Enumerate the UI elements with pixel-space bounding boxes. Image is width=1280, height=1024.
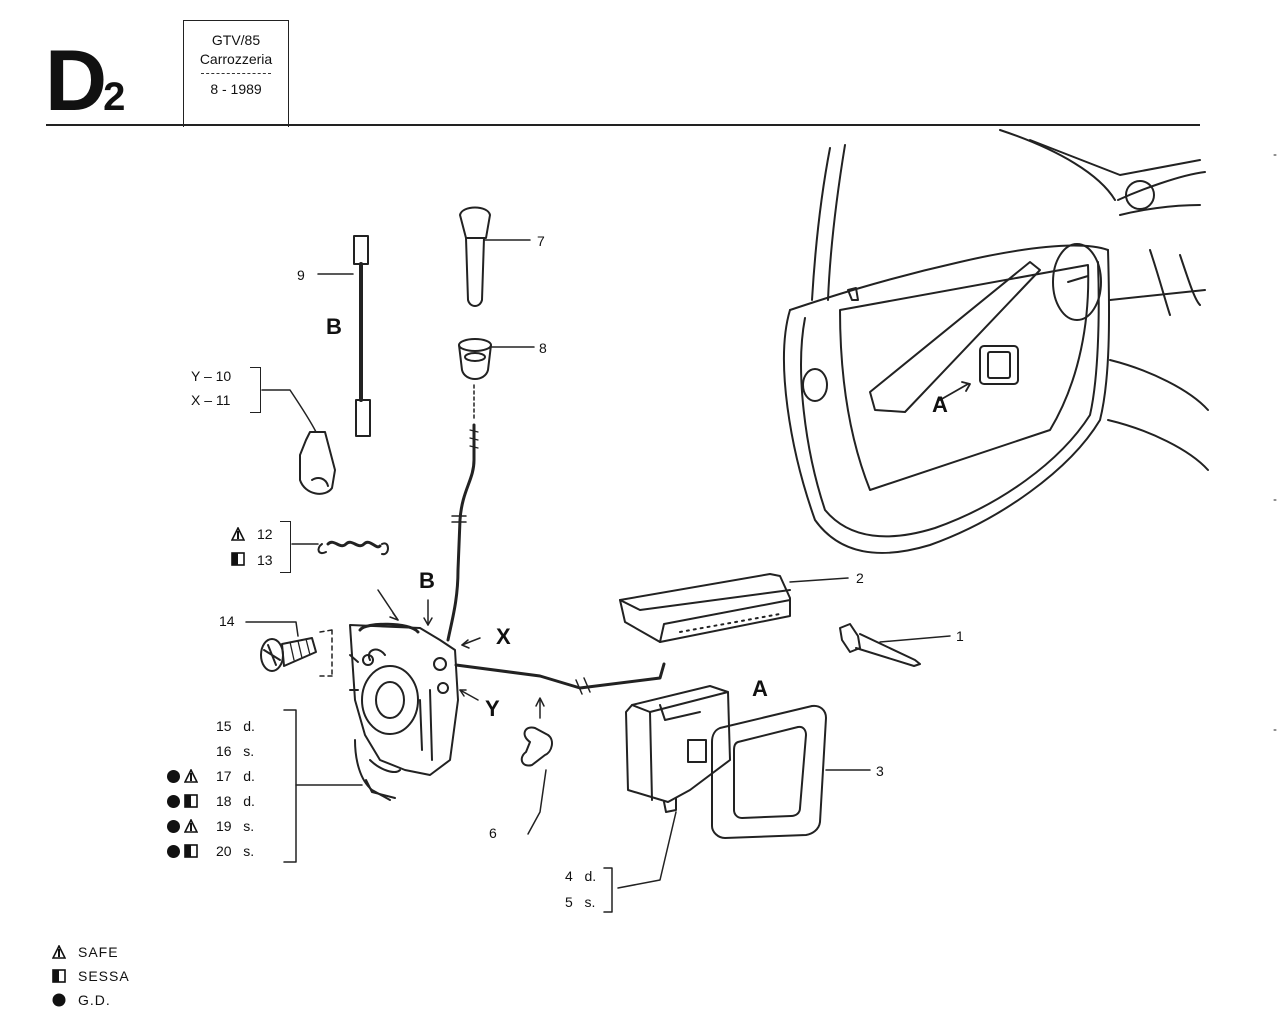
part-6-clip xyxy=(520,697,553,835)
issue-date: 8 - 1989 xyxy=(210,81,262,97)
part-1-screw xyxy=(839,623,951,667)
bracket-10-11 xyxy=(250,367,261,413)
part-12-13-spring xyxy=(291,540,389,556)
callout-4: 4 d. xyxy=(565,868,597,884)
scan-specks xyxy=(1273,154,1277,731)
view-letter-a-handle: A xyxy=(752,676,768,701)
bracket-12-13 xyxy=(280,521,291,573)
callout-9: 9 xyxy=(297,267,305,283)
view-letter-b-lock: B xyxy=(419,568,435,593)
view-letter-x: X xyxy=(496,624,511,649)
section-subscript: 2 xyxy=(103,75,126,119)
triangle-icon xyxy=(183,818,199,833)
legend-label-safe: SAFE xyxy=(78,944,119,960)
callout-2: 2 xyxy=(856,570,864,586)
callout-20: 20 s. xyxy=(216,843,255,859)
info-separator xyxy=(201,73,271,74)
callout-6: 6 xyxy=(489,825,497,841)
legend-item-safe: SAFE xyxy=(52,944,119,960)
dot-icon xyxy=(167,820,180,833)
part-4-5-handle-housing xyxy=(603,685,731,913)
callout-10: Y – 10 xyxy=(191,368,232,384)
part-2-pull-handle xyxy=(619,573,849,643)
triangle-icon xyxy=(183,768,199,783)
door-interior-illustration xyxy=(783,129,1209,554)
callout-8: 8 xyxy=(539,340,547,356)
model-name: GTV/85 xyxy=(211,32,261,48)
callout-15: 15 d. xyxy=(216,718,255,734)
callout-14: 14 xyxy=(219,613,235,629)
callout-3: 3 xyxy=(876,763,884,779)
callout-11: X – 11 xyxy=(191,392,231,408)
triangle-icon xyxy=(52,945,66,959)
view-letter-b-rod: B xyxy=(326,314,342,339)
dot-icon xyxy=(167,795,180,808)
dot-icon xyxy=(167,845,180,858)
part-8-grommet xyxy=(458,338,535,380)
part-10-11-clip xyxy=(261,389,336,495)
callout-18: 18 d. xyxy=(216,793,255,809)
half-square-icon xyxy=(184,794,198,808)
part-3-bezel xyxy=(711,704,871,839)
dot-icon xyxy=(52,993,66,1007)
legend-item-sessa: SESSA xyxy=(52,968,130,984)
part-9-rod xyxy=(317,235,371,437)
legend-item-gd: G.D. xyxy=(52,992,111,1008)
model-info-box: GTV/85 Carrozzeria 8 - 1989 xyxy=(183,20,289,127)
callout-5: 5 s. xyxy=(565,894,596,910)
view-letter-y: Y xyxy=(485,696,500,721)
group-name: Carrozzeria xyxy=(199,51,273,67)
callout-16: 16 s. xyxy=(216,743,255,759)
callout-7: 7 xyxy=(537,233,545,249)
dot-icon xyxy=(167,770,180,783)
half-square-icon xyxy=(52,969,66,983)
bracket-15-20 xyxy=(283,709,363,863)
part-15-20-lock xyxy=(349,589,481,801)
lock-rod-cable xyxy=(446,384,479,642)
handle-link-rod xyxy=(454,662,666,695)
part-7-knob xyxy=(459,206,531,307)
section-letter: D xyxy=(45,33,107,129)
view-letter-a-door: A xyxy=(932,392,948,417)
callout-13: 13 xyxy=(257,552,273,568)
section-code: D2 xyxy=(45,38,125,140)
half-square-icon xyxy=(184,844,198,858)
legend-label-sessa: SESSA xyxy=(78,968,130,984)
header-rule xyxy=(46,124,1200,126)
triangle-icon xyxy=(230,526,246,541)
callout-1: 1 xyxy=(956,628,964,644)
callout-17: 17 d. xyxy=(216,768,255,784)
callout-12: 12 xyxy=(257,526,273,542)
part-14-screw xyxy=(245,621,337,677)
callout-19: 19 s. xyxy=(216,818,255,834)
legend-label-gd: G.D. xyxy=(78,992,111,1008)
half-square-icon xyxy=(231,552,245,566)
